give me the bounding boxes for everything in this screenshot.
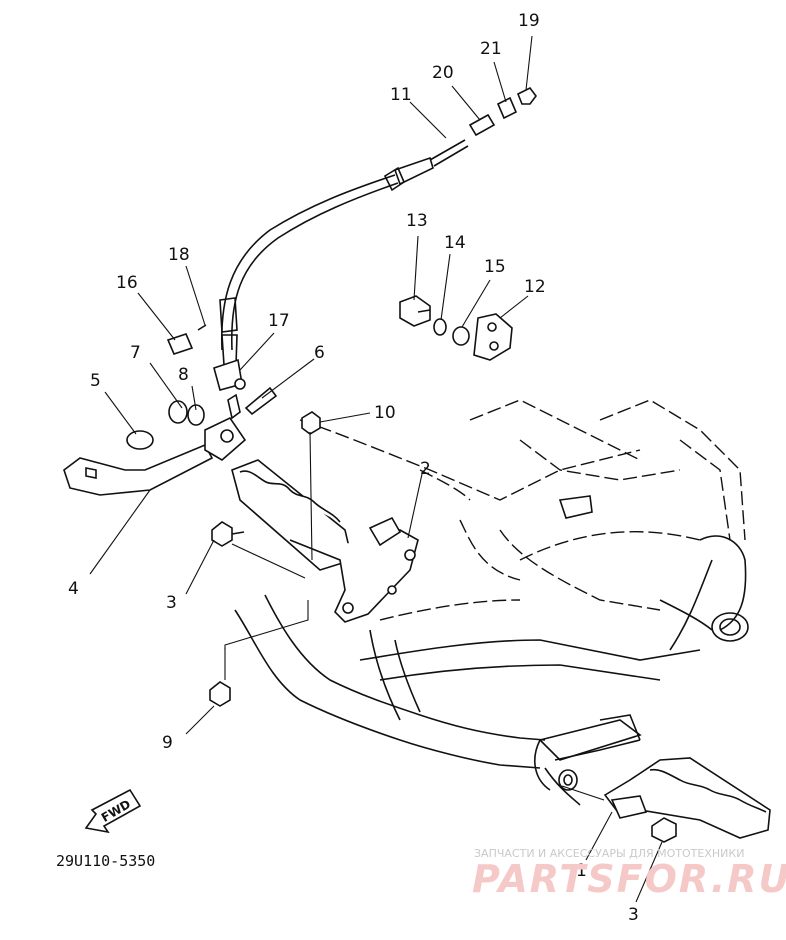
callout-5: 5 xyxy=(90,371,101,391)
callout-13: 13 xyxy=(406,211,428,231)
left-footrest xyxy=(231,459,419,623)
leader-lines xyxy=(89,35,663,903)
callout-11: 11 xyxy=(390,85,412,105)
callout-6: 6 xyxy=(314,343,325,363)
right-bracket xyxy=(399,295,513,361)
callout-9: 9 xyxy=(162,733,173,753)
frame-outline xyxy=(299,399,746,621)
drawing-code: 29U110-5350 xyxy=(56,852,155,870)
lower-frame-tube xyxy=(234,594,701,806)
right-footrest xyxy=(603,757,771,843)
watermark-site: PARTSFOR.RU xyxy=(472,857,786,901)
fwd-arrow: FWD xyxy=(84,788,142,834)
callout-7: 7 xyxy=(130,343,141,363)
callout-4: 4 xyxy=(68,579,79,599)
brake-pedal xyxy=(63,393,247,496)
bolts xyxy=(209,411,321,707)
frame-body xyxy=(558,495,749,651)
callout-1: 1 xyxy=(576,861,587,881)
cable-adjuster xyxy=(468,86,537,137)
callout-19: 19 xyxy=(518,11,540,31)
callout-21: 21 xyxy=(480,39,502,59)
brake-cable xyxy=(219,139,469,366)
watermark-subtitle: ЗАПЧАСТИ И АКСЕССУАРЫ ДЛЯ МОТОТЕХНИКИ xyxy=(474,847,744,860)
callout-18: 18 xyxy=(168,245,190,265)
callout-3-left: 3 xyxy=(166,593,177,613)
callout-3-right: 3 xyxy=(628,905,639,925)
callout-labels: 1 2 3 3 4 5 6 7 8 9 10 11 12 13 14 15 16… xyxy=(68,11,639,925)
callout-14: 14 xyxy=(444,233,466,253)
callout-15: 15 xyxy=(484,257,506,277)
pedal-pivot-hardware xyxy=(126,400,205,450)
callout-17: 17 xyxy=(268,311,290,331)
callout-10: 10 xyxy=(374,403,396,423)
callout-16: 16 xyxy=(116,273,138,293)
alignment-guides xyxy=(224,600,309,680)
callout-12: 12 xyxy=(524,277,546,297)
callout-8: 8 xyxy=(178,365,189,385)
callout-2: 2 xyxy=(420,459,431,479)
callout-20: 20 xyxy=(432,63,454,83)
